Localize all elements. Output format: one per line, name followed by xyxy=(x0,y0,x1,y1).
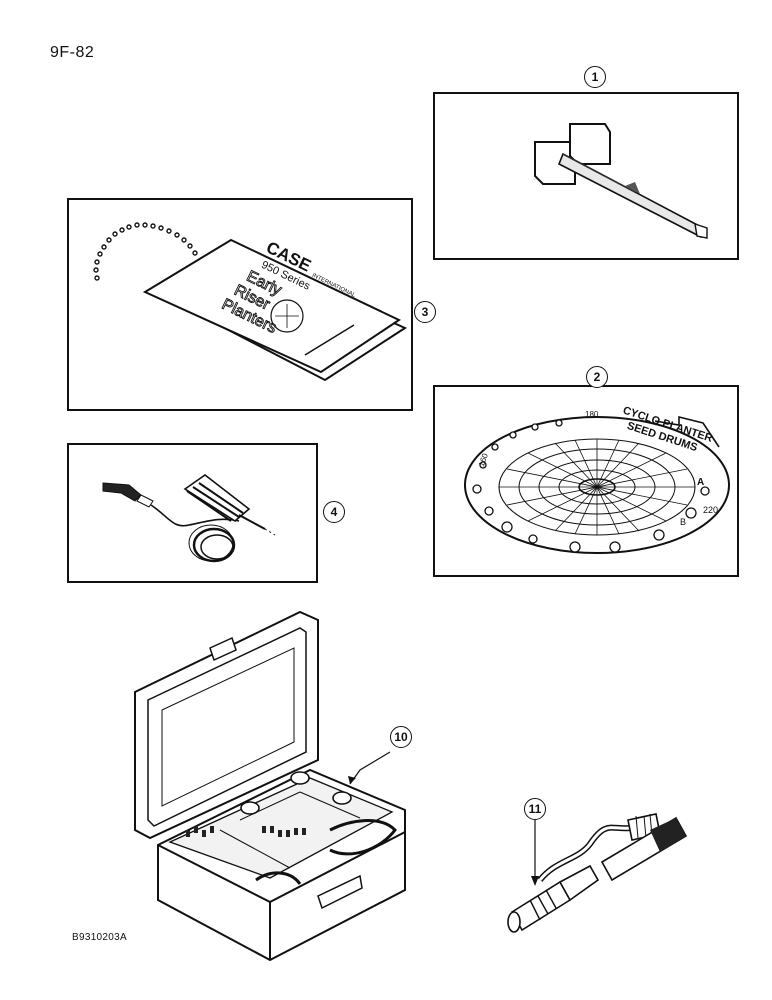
callout-2: 2 xyxy=(586,366,608,388)
tool-1-frame xyxy=(433,92,739,260)
page-number: 9F-82 xyxy=(50,44,95,61)
disc-letter-a: A xyxy=(697,477,704,488)
callout-3: 3 xyxy=(414,301,436,323)
disc-letter-b: B xyxy=(680,517,686,527)
figure-code: B9310203A xyxy=(72,932,127,943)
gauge-card-icon: CASE INTERNATIONAL 950 Series Early Rise… xyxy=(93,222,408,382)
disc-number-160: 160 xyxy=(477,452,490,468)
callout-10: 10 xyxy=(390,726,412,748)
seed-drum-disc-icon: CYCLO PLANTER SEED DRUMS A B 220 180 160 xyxy=(464,405,730,554)
gauge-card-frame: CASE INTERNATIONAL 950 Series Early Rise… xyxy=(67,198,413,411)
test-light-icon xyxy=(102,474,276,563)
disc-number-220: 220 xyxy=(703,505,718,515)
callout-11: 11 xyxy=(524,798,546,820)
callout-4: 4 xyxy=(323,501,345,523)
callout-1: 1 xyxy=(584,66,606,88)
seed-disc-frame: CYCLO PLANTER SEED DRUMS A B 220 180 160 xyxy=(433,385,739,577)
test-light-frame xyxy=(67,443,318,583)
disc-number-180: 180 xyxy=(585,410,599,419)
insertion-tool-icon xyxy=(534,123,708,239)
